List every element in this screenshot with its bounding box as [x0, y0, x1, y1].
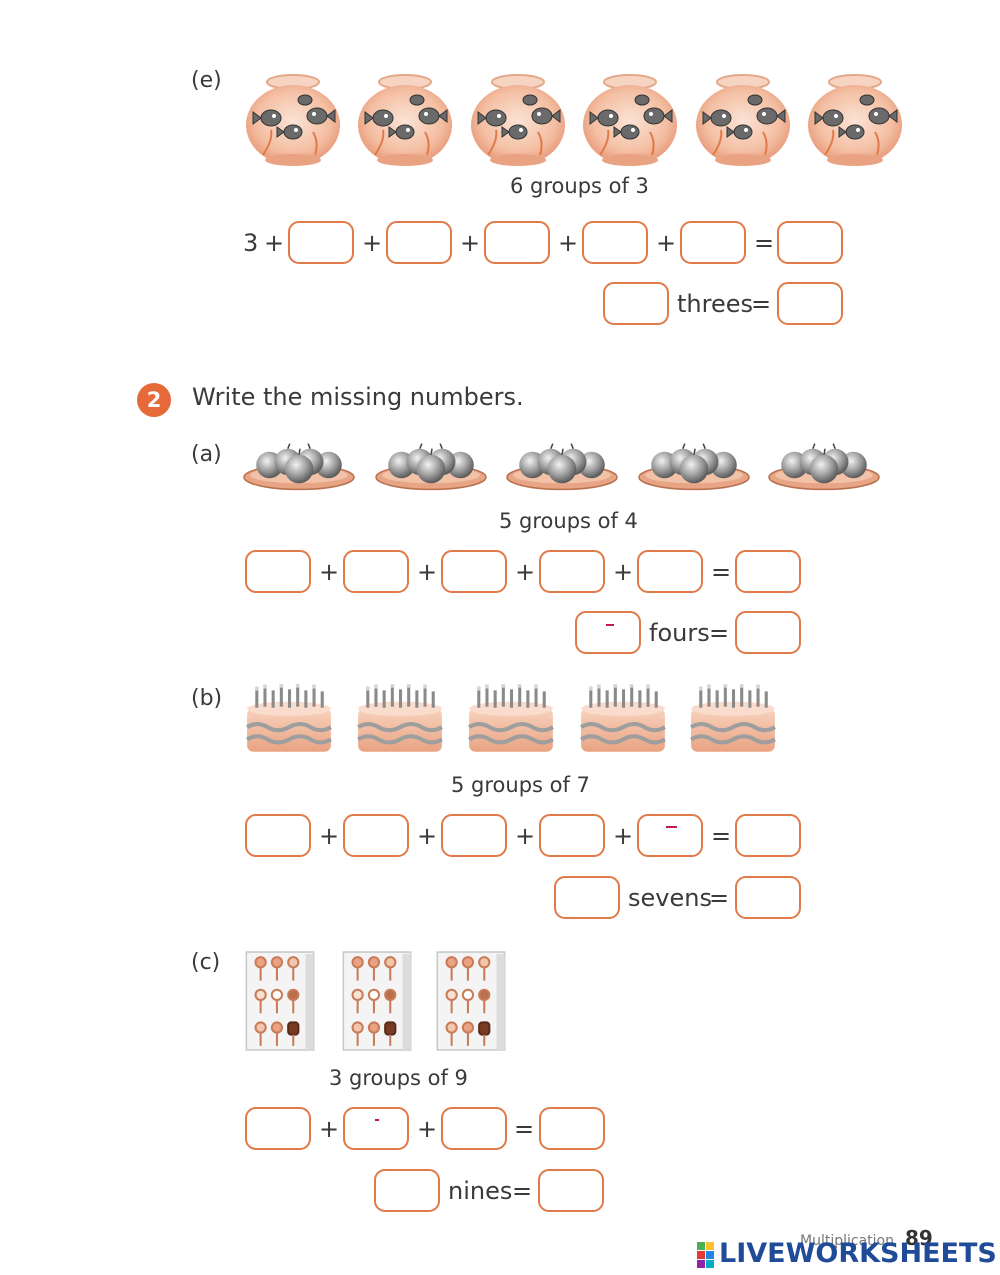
section-e-word: threes: [677, 290, 753, 318]
liveworksheets-logo[interactable]: LIVEWORKSHEETS: [697, 1238, 997, 1272]
section-a-addend-3-input[interactable]: [441, 550, 507, 593]
section-e-product-input[interactable]: [777, 282, 843, 325]
section-c-caption: 3 groups of 9: [329, 1066, 468, 1090]
plus-sign: +: [613, 822, 634, 850]
key-board-row: [243, 950, 513, 1052]
equals-sign: =: [709, 619, 730, 647]
equals-sign: =: [711, 822, 732, 850]
plus-sign: +: [264, 229, 285, 257]
apple-plate-icon: [243, 440, 355, 492]
section-b-addend-3-input[interactable]: [441, 814, 507, 857]
apple-plate-icon: [375, 440, 487, 492]
plus-sign: +: [515, 558, 536, 586]
apple-plate-icon: [638, 440, 750, 492]
section-c-addend-1-input[interactable]: [245, 1107, 311, 1150]
section-b-addend-2-input[interactable]: [343, 814, 409, 857]
section-e-label: (e): [191, 68, 222, 93]
section-e-first-term: 3: [243, 229, 259, 257]
section-b-addend-4-input[interactable]: [539, 814, 605, 857]
page-number: 89: [905, 1226, 933, 1250]
chapter-title: Multiplication: [800, 1233, 894, 1249]
apple-plate-row: [243, 440, 883, 494]
section-c-addend-3-input[interactable]: [441, 1107, 507, 1150]
fishbowl-icon: [243, 70, 343, 170]
section-b-product-input[interactable]: [735, 876, 801, 919]
equals-sign: =: [711, 558, 732, 586]
plus-sign: +: [613, 558, 634, 586]
question-instruction: Write the missing numbers.: [192, 383, 524, 411]
section-e-addend-5-input[interactable]: [582, 221, 648, 264]
section-b-sum-input[interactable]: [735, 814, 801, 857]
section-b-caption: 5 groups of 7: [451, 773, 590, 797]
section-a-label: (a): [191, 442, 222, 467]
plus-sign: +: [656, 229, 677, 257]
section-b-word: sevens: [628, 884, 712, 912]
plus-sign: +: [362, 229, 383, 257]
section-c-product-input[interactable]: [538, 1169, 604, 1212]
cursor-mark: [375, 1119, 379, 1121]
section-e-addend-3-input[interactable]: [386, 221, 452, 264]
plus-sign: +: [417, 1115, 438, 1143]
plus-sign: +: [515, 822, 536, 850]
section-b-label: (b): [191, 686, 223, 711]
plus-sign: +: [417, 558, 438, 586]
brand-name: LIVEWORKSHEETS: [719, 1238, 997, 1269]
brand-cube-icon: [697, 1242, 714, 1268]
fishbowl-icon: [580, 70, 680, 170]
plus-sign: +: [319, 822, 340, 850]
section-c-addend-2-input[interactable]: [343, 1107, 409, 1150]
birthday-cake-icon: [577, 684, 669, 756]
section-c-label: (c): [191, 950, 221, 975]
birthday-cake-icon: [465, 684, 557, 756]
section-a-product-input[interactable]: [735, 611, 801, 654]
plus-sign: +: [319, 558, 340, 586]
apple-plate-icon: [506, 440, 618, 492]
section-a-addend-4-input[interactable]: [539, 550, 605, 593]
section-e-sum-input[interactable]: [777, 221, 843, 264]
section-a-caption: 5 groups of 4: [499, 509, 638, 533]
fishbowl-icon: [805, 70, 905, 170]
section-e-group-count-input[interactable]: [603, 282, 669, 325]
cursor-mark: [666, 826, 677, 828]
fishbowl-row: [243, 70, 908, 170]
section-e-caption: 6 groups of 3: [510, 174, 649, 198]
key-board-icon: [243, 950, 317, 1052]
section-a-addend-5-input[interactable]: [637, 550, 703, 593]
key-board-icon: [340, 950, 414, 1052]
fishbowl-icon: [355, 70, 455, 170]
cursor-mark: [606, 624, 614, 626]
section-a-group-count-input[interactable]: [575, 611, 641, 654]
section-b-addend-5-input[interactable]: [637, 814, 703, 857]
section-a-addend-2-input[interactable]: [343, 550, 409, 593]
fishbowl-icon: [468, 70, 568, 170]
section-e-addend-2-input[interactable]: [288, 221, 354, 264]
birthday-cake-row: [243, 684, 783, 758]
section-e-addend-6-input[interactable]: [680, 221, 746, 264]
key-board-icon: [434, 950, 508, 1052]
birthday-cake-icon: [243, 684, 335, 756]
section-e-addend-4-input[interactable]: [484, 221, 550, 264]
section-a-word: fours: [649, 619, 710, 647]
birthday-cake-icon: [687, 684, 779, 756]
equals-sign: =: [754, 229, 775, 257]
question-number-badge: 2: [137, 383, 171, 417]
plus-sign: +: [319, 1115, 340, 1143]
section-b-addend-1-input[interactable]: [245, 814, 311, 857]
fishbowl-icon: [693, 70, 793, 170]
equals-sign: =: [751, 290, 772, 318]
birthday-cake-icon: [354, 684, 446, 756]
section-b-group-count-input[interactable]: [554, 876, 620, 919]
plus-sign: +: [558, 229, 579, 257]
section-a-addend-1-input[interactable]: [245, 550, 311, 593]
equals-sign: =: [709, 884, 730, 912]
section-a-sum-input[interactable]: [735, 550, 801, 593]
equals-sign: =: [512, 1177, 533, 1205]
plus-sign: +: [460, 229, 481, 257]
apple-plate-icon: [768, 440, 880, 492]
section-c-word: nines: [448, 1177, 513, 1205]
equals-sign: =: [514, 1115, 535, 1143]
section-c-sum-input[interactable]: [539, 1107, 605, 1150]
plus-sign: +: [417, 822, 438, 850]
section-c-group-count-input[interactable]: [374, 1169, 440, 1212]
